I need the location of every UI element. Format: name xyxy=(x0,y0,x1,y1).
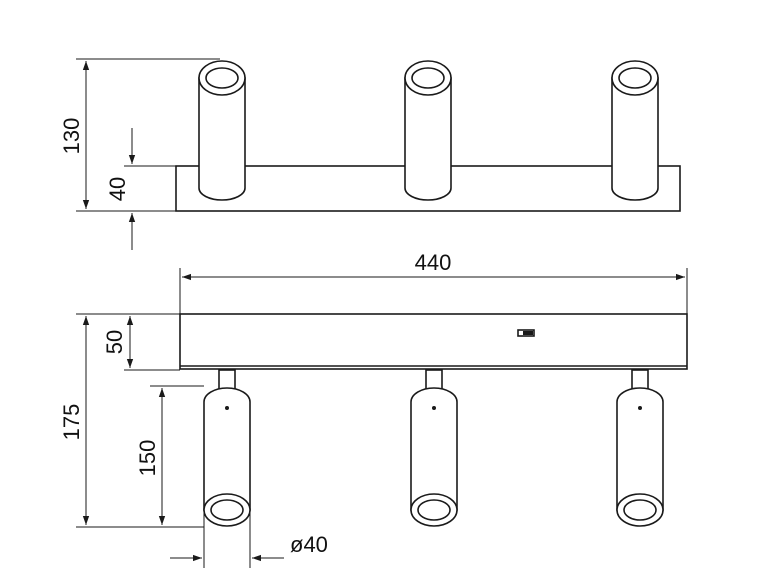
front-spot-3 xyxy=(616,369,664,527)
top-spot-1 xyxy=(198,60,246,201)
dim-130-label: 130 xyxy=(59,118,84,155)
top-spot-3 xyxy=(611,60,659,201)
dim-150-label: 150 xyxy=(135,440,160,477)
dim-50-label: 50 xyxy=(102,330,127,354)
top-view: 130 40 xyxy=(59,58,681,250)
front-spot-2 xyxy=(410,369,458,527)
dim-40-label: 40 xyxy=(105,177,130,201)
top-spot-2 xyxy=(404,60,452,201)
front-spot-1 xyxy=(203,369,251,527)
dim-440-label: 440 xyxy=(415,250,452,275)
front-view: 440 50 175 150 ø40 xyxy=(59,250,688,568)
front-bar xyxy=(179,313,688,370)
switch xyxy=(517,329,535,337)
dim-175-label: 175 xyxy=(59,404,84,441)
dim-diameter-label: ø40 xyxy=(290,532,328,557)
